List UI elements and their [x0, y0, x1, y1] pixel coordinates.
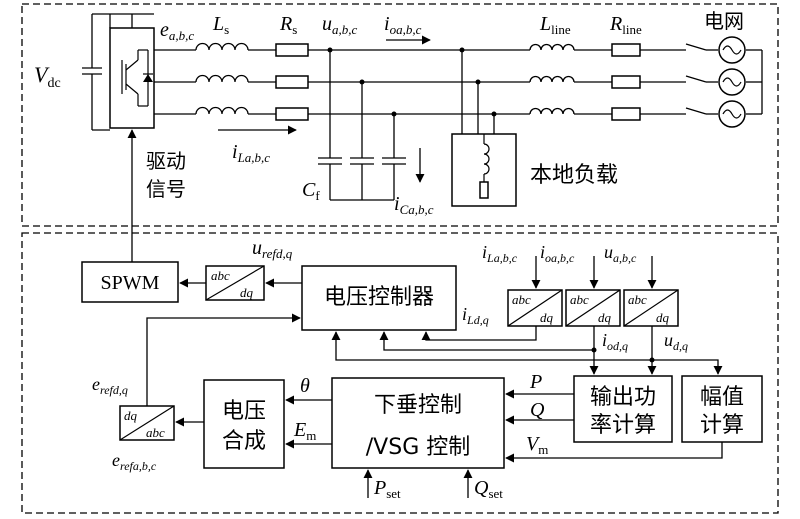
- pset-label: Pset: [373, 477, 401, 501]
- theta-label: θ: [300, 375, 310, 397]
- lline-inductors: [529, 43, 575, 115]
- three-phase-lines: [154, 43, 763, 115]
- lline-label: Lline: [539, 13, 571, 37]
- svg-text:abc: abc: [628, 292, 647, 307]
- svg-text:abc: abc: [146, 425, 165, 440]
- converter-dq-abc-top: abc dq: [205, 265, 265, 301]
- io-abc-label: ioa,b,c: [384, 13, 422, 37]
- converter-io: abc dq: [565, 289, 621, 327]
- erefabc-label: erefa,b,c: [112, 450, 157, 473]
- qset-label: Qset: [474, 477, 503, 501]
- local-load-label: 本地负载: [530, 163, 618, 188]
- grid-sources: [718, 36, 746, 128]
- spwm-label: SPWM: [101, 272, 160, 294]
- em-label: Em: [293, 419, 316, 443]
- power-calc-label-1: 输出功: [590, 385, 656, 410]
- converter-il: abc dq: [507, 289, 563, 327]
- filter-capacitors: [318, 47, 406, 201]
- voltage-synthesis-label-1: 电压: [222, 399, 266, 424]
- e-abc-label: ea,b,c: [160, 19, 194, 43]
- local-load: [451, 47, 517, 207]
- inverter: [109, 13, 155, 129]
- power-calc-label-2: 率计算: [590, 413, 656, 438]
- drive-signal-label-1: 驱动: [146, 149, 186, 173]
- q-label: Q: [530, 399, 545, 421]
- in-u-label: ua,b,c: [604, 242, 637, 265]
- svg-text:dq: dq: [540, 310, 554, 325]
- ls-label: Ls: [212, 13, 229, 37]
- svg-text:dq: dq: [656, 310, 670, 325]
- svg-text:abc: abc: [211, 268, 230, 283]
- ls-inductors: [195, 42, 249, 115]
- amp-calc-label-1: 幅值: [700, 385, 744, 410]
- svg-text:dq: dq: [124, 408, 138, 423]
- amplitude-calc-block: [681, 375, 763, 443]
- p-label: P: [529, 371, 542, 393]
- drive-signal-label-2: 信号: [146, 177, 186, 201]
- grid-label: 电网: [704, 9, 744, 33]
- iodq-label: iod,q: [602, 330, 628, 353]
- power-calc-block: [573, 375, 673, 443]
- droop-vsg-label-1: 下垂控制: [374, 393, 462, 418]
- ic-abc-label: iCa,b,c: [394, 193, 434, 217]
- control-section-frame: [21, 232, 779, 514]
- rline-label: Rline: [609, 13, 642, 37]
- in-il-label: iLa,b,c: [482, 242, 518, 265]
- voltage-controller-label: 电压控制器: [324, 285, 434, 310]
- converter-eref: dq abc: [119, 405, 175, 441]
- vdc-label: Vdc: [34, 62, 61, 91]
- rs-resistors: [275, 43, 309, 121]
- voltage-controller-block: [301, 265, 457, 331]
- grid-switches: [668, 49, 686, 115]
- ildq-label: iLd,q: [462, 304, 489, 327]
- converter-u: abc dq: [623, 289, 679, 327]
- in-io-label: ioa,b,c: [540, 242, 575, 265]
- amp-calc-label-2: 计算: [700, 413, 744, 438]
- voltage-synthesis-block: [203, 379, 285, 469]
- svg-text:dq: dq: [598, 310, 612, 325]
- svg-text:abc: abc: [512, 292, 531, 307]
- udq-label: ud,q: [664, 330, 688, 353]
- droop-vsg-block: [331, 377, 505, 469]
- dc-link-capacitor: [82, 13, 110, 131]
- droop-vsg-label-2: /VSG 控制: [366, 435, 470, 460]
- vm-label: Vm: [526, 433, 548, 457]
- power-section-frame: [21, 3, 779, 227]
- il-abc-label: iLa,b,c: [232, 141, 270, 165]
- svg-text:dq: dq: [240, 285, 254, 300]
- voltage-synthesis-label-2: 合成: [222, 429, 266, 454]
- u-abc-label: ua,b,c: [322, 13, 358, 37]
- svg-text:abc: abc: [570, 292, 589, 307]
- erefdq-label: erefd,q: [92, 374, 128, 397]
- urefdq-label: urefd,q: [252, 237, 293, 261]
- rline-resistors: [611, 43, 641, 121]
- rs-label: Rs: [279, 13, 297, 37]
- spwm-block: [81, 261, 179, 303]
- cf-label: Cf: [302, 179, 320, 203]
